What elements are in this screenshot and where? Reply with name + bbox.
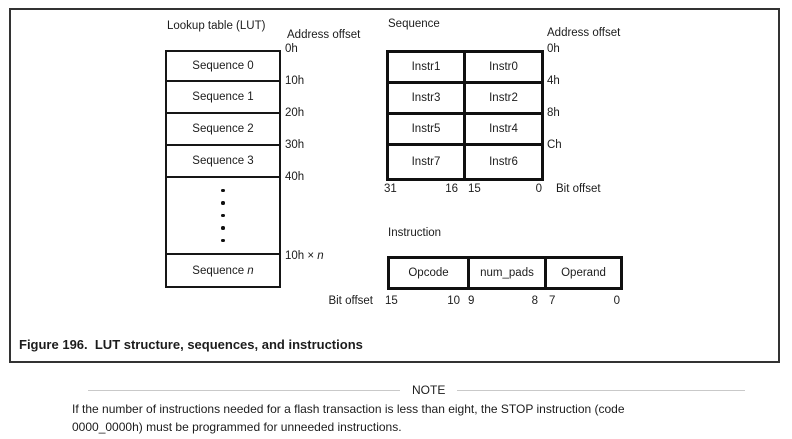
sequence-address-offset-label: Address offset xyxy=(547,27,621,39)
instruction-bit-offset-label: Bit offset xyxy=(328,295,373,307)
lut-offset-30h: 30h xyxy=(285,139,305,151)
sequence-bit-31: 31 xyxy=(384,183,397,195)
sequence-bit-0: 0 xyxy=(535,183,542,195)
lut-offset-10h-times-n: 10h × n xyxy=(285,250,324,262)
cell-instr6: Instr6 xyxy=(489,156,518,168)
sequence-bit-16: 16 xyxy=(445,183,458,195)
sequence-offset-0h: 0h xyxy=(547,43,560,55)
lut-offset-40h: 40h xyxy=(285,171,305,183)
instruction-bit-8: 8 xyxy=(531,295,538,307)
lut-row-sequence-n-var: n xyxy=(247,264,254,277)
sequence-title: Sequence xyxy=(388,18,440,30)
ellipsis-dot xyxy=(221,213,225,218)
instruction-bit-7: 7 xyxy=(549,295,556,307)
cell-instr3: Instr3 xyxy=(389,84,466,112)
lut-row-sequence-1: Sequence 1 xyxy=(167,82,279,114)
instruction-bit-9: 9 xyxy=(468,295,475,307)
sequence-offset-Ch: Ch xyxy=(547,139,562,151)
note-text-line2: 0000_0000h) must be programmed for unnee… xyxy=(72,420,402,434)
lut-offset-n-var: n xyxy=(317,250,324,262)
note-rule-right xyxy=(457,390,745,391)
figure-frame xyxy=(9,8,780,363)
lut-table: Sequence 0 Sequence 1 Sequence 2 Sequenc… xyxy=(165,50,281,288)
cell-instr2: Instr2 xyxy=(489,92,518,104)
figure-caption: Figure 196. LUT structure, sequences, an… xyxy=(19,337,363,352)
sequence-table: Instr1 Instr0 Instr3 Instr2 Instr5 Instr… xyxy=(386,50,544,181)
sequence-offset-4h: 4h xyxy=(547,75,560,87)
ellipsis-dot xyxy=(221,201,225,205)
lut-row-sequence-2: Sequence 2 xyxy=(167,114,279,146)
lut-row-sequence-3: Sequence 3 xyxy=(167,146,279,178)
lut-ellipsis-dots xyxy=(167,178,279,255)
cell-instr7: Instr7 xyxy=(389,146,466,178)
cell-opcode: Opcode xyxy=(390,259,470,287)
ellipsis-dot xyxy=(221,238,225,243)
sequence-row-1: Instr3 Instr2 xyxy=(389,84,541,115)
lut-offset-20h: 20h xyxy=(285,107,305,119)
cell-instr0: Instr0 xyxy=(489,61,518,73)
cell-instr4: Instr4 xyxy=(489,123,518,135)
cell-instr5: Instr5 xyxy=(389,115,466,143)
note-text-line1: If the number of instructions needed for… xyxy=(72,402,625,416)
lut-row-sequence-n: Sequence n xyxy=(167,255,279,286)
cell-num-pads: num_pads xyxy=(470,259,547,287)
lut-row-sequence-0: Sequence 0 xyxy=(167,52,279,82)
instruction-title: Instruction xyxy=(388,227,442,239)
sequence-row-3: Instr7 Instr6 xyxy=(389,146,541,178)
instruction-table: Opcode num_pads Operand xyxy=(387,256,623,290)
ellipsis-dot xyxy=(221,226,225,230)
ellipsis-dot xyxy=(221,188,225,193)
lut-title: Lookup table (LUT) xyxy=(167,20,266,32)
instruction-bit-10: 10 xyxy=(447,295,460,307)
sequence-bit-15: 15 xyxy=(468,183,481,195)
lut-offset-10h: 10h xyxy=(285,75,305,87)
lut-address-offset-label: Address offset xyxy=(287,29,361,41)
sequence-row-2: Instr5 Instr4 xyxy=(389,115,541,146)
sequence-row-0: Instr1 Instr0 xyxy=(389,53,541,84)
cell-instr1: Instr1 xyxy=(389,53,466,81)
sequence-bit-offset-label: Bit offset xyxy=(556,183,601,195)
instruction-bit-0: 0 xyxy=(613,295,620,307)
note-label: NOTE xyxy=(412,383,446,397)
note-rule-left xyxy=(88,390,400,391)
note-header: NOTE xyxy=(88,384,745,397)
lut-row-sequence-n-prefix: Sequence xyxy=(192,264,248,277)
cell-operand: Operand xyxy=(561,267,606,279)
instruction-bit-15: 15 xyxy=(385,295,398,307)
sequence-offset-8h: 8h xyxy=(547,107,560,119)
lut-offset-0h: 0h xyxy=(285,43,298,55)
lut-offset-n-prefix: 10h × xyxy=(285,250,318,262)
